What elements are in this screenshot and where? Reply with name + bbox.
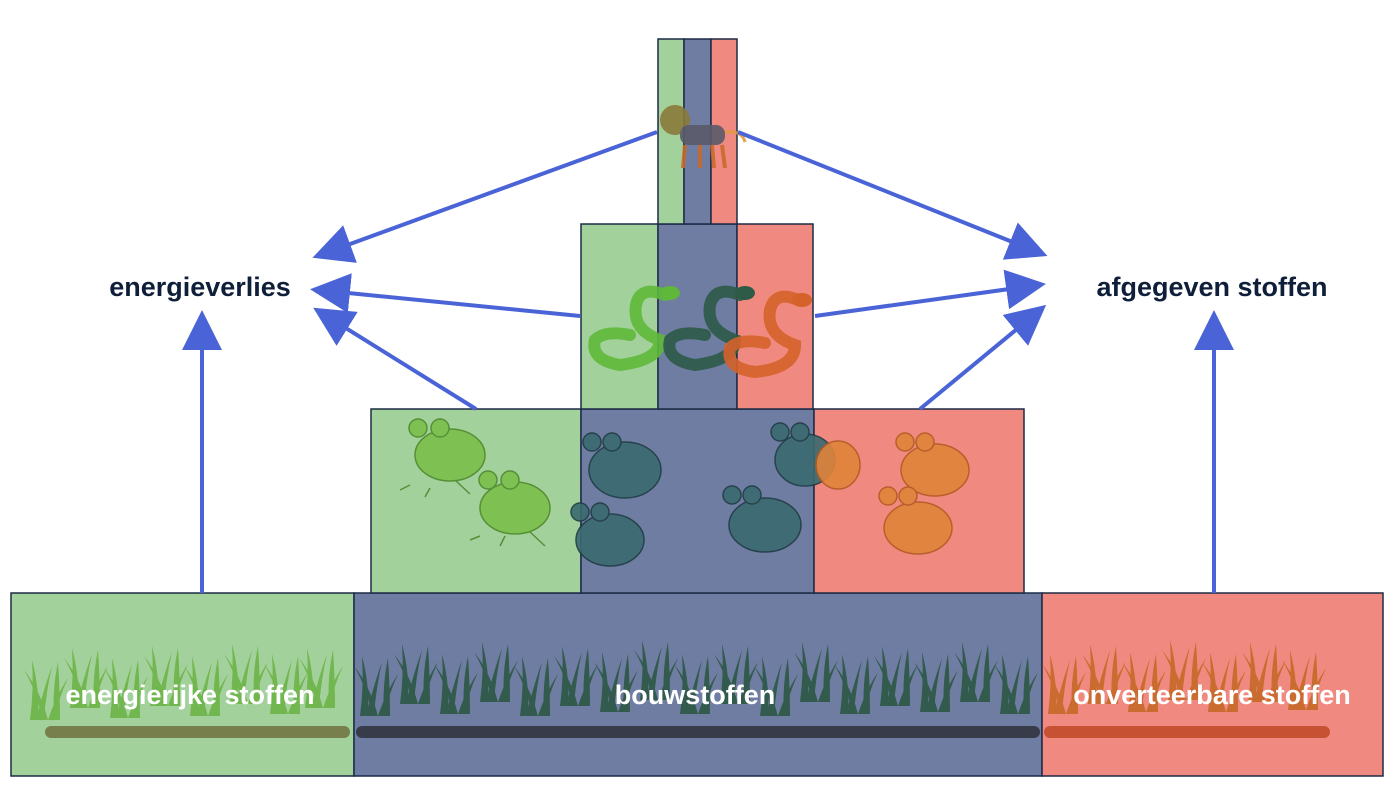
label-building: bouwstoffen [615,680,775,710]
label-released-substances: afgegeven stoffen [1096,272,1327,302]
level-producers: energierijke stoffen bouwstoffen onverte… [10,592,1384,777]
level-frogs [370,408,1025,594]
label-energy-rich: energierijke stoffen [65,680,314,710]
arrow-frog-to-energy-loss [313,307,478,411]
arrow-lion-to-released [737,130,1048,260]
arrow-frog-to-released [918,304,1047,411]
grass-icon [24,640,1330,738]
arrows [182,130,1234,593]
level-lion [657,38,747,225]
label-indigestible: onverteerbare stoffen [1073,680,1351,710]
frog-icon [399,418,970,567]
arrow-lion-to-energy-loss [312,130,658,263]
level-snakes [580,223,814,410]
arrow-snake-to-energy-loss [310,273,581,318]
snake-icon [588,285,812,379]
lion-icon [660,105,747,169]
box-building-level3 [657,223,738,410]
box-indigestible-level2 [813,408,1025,594]
box-energy-rich-level3 [580,223,659,410]
arrow-snake-to-released [814,269,1046,318]
label-energy-loss: energieverlies [109,272,291,302]
